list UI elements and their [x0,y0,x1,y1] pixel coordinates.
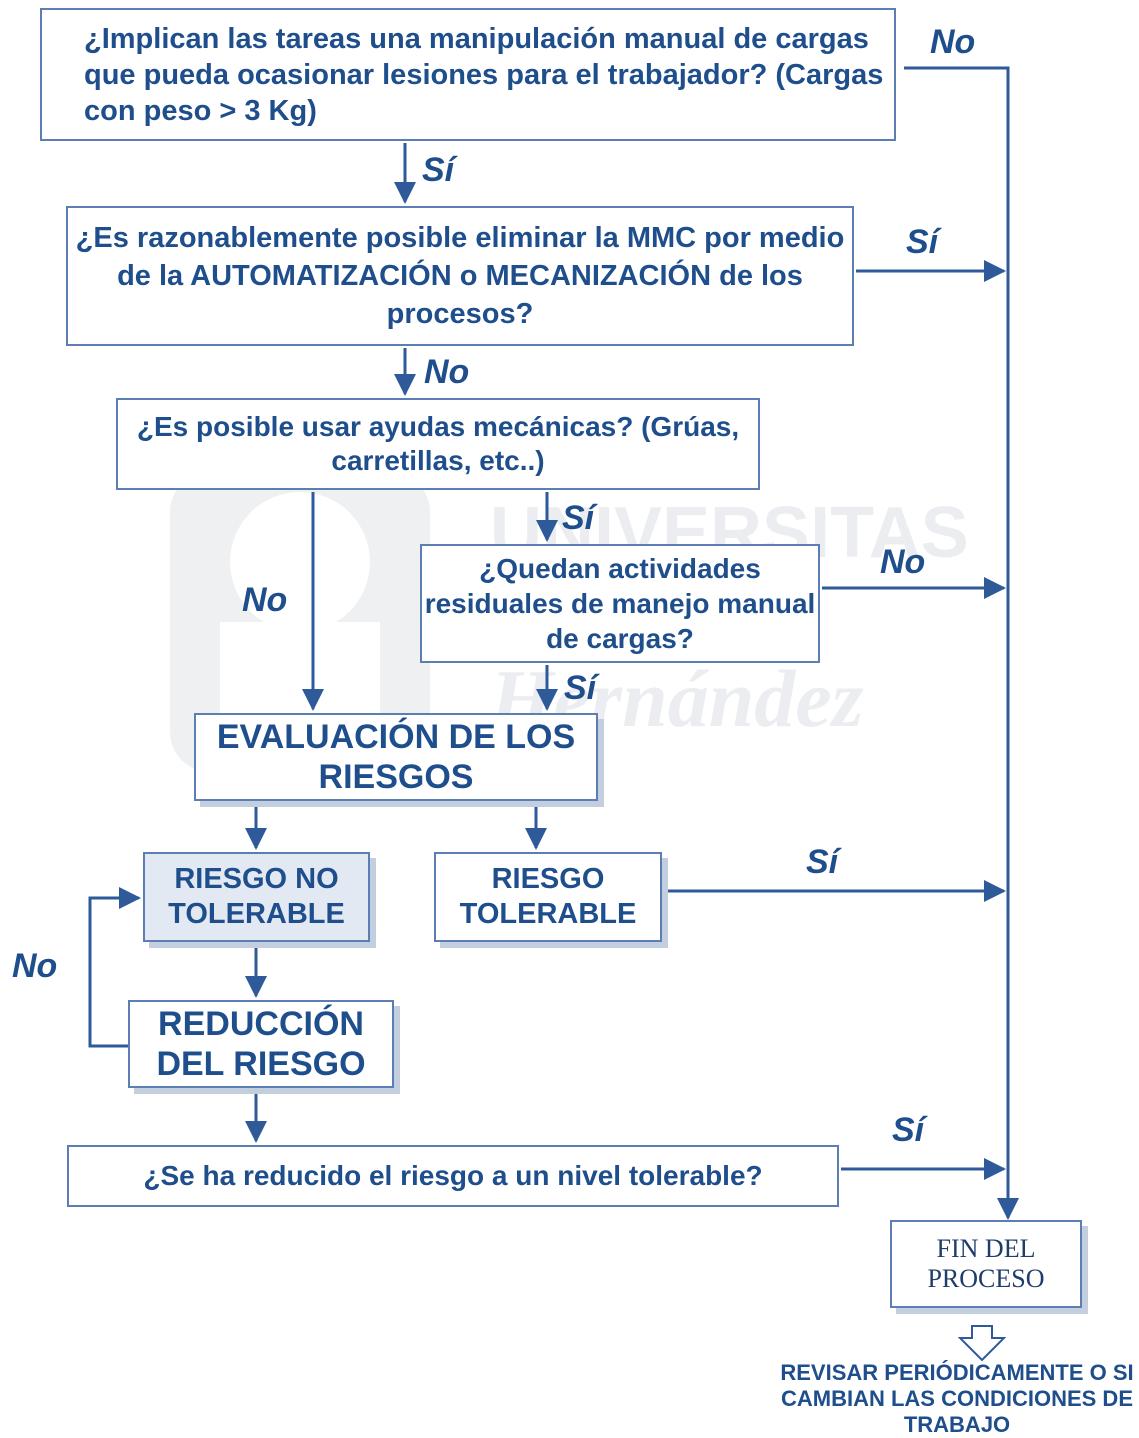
label-q2-no: No [424,353,470,391]
evaluation-box: EVALUACIÓN DE LOS RIESGOS [194,713,598,801]
label-tolerable-si: Sí [806,843,839,881]
end-box: FIN DEL PROCESO [890,1220,1082,1308]
question-2-text: ¿Es razonablemente posible eliminar la M… [75,222,845,330]
question-5-text: ¿Se ha reducido el riesgo a un nivel tol… [143,1160,763,1191]
label-q2-si: Sí [906,223,939,261]
not-tolerable-text: RIESGO NO TOLERABLE [168,863,345,930]
tolerable-box: RIESGO TOLERABLE [434,852,662,942]
review-note: REVISAR PERIÓDICAMENTE O SI CAMBIAN LAS … [780,1360,1134,1437]
reduction-box: REDUCCIÓN DEL RIESGO [128,1000,394,1088]
reduction-text: REDUCCIÓN DEL RIESGO [156,1005,366,1083]
question-box-5: ¿Se ha reducido el riesgo a un nivel tol… [67,1145,839,1207]
question-box-3: ¿Es posible usar ayudas mecánicas? (Grúa… [116,398,760,490]
not-tolerable-box: RIESGO NO TOLERABLE [143,852,370,942]
down-arrow-icon [958,1325,1006,1362]
question-box-2: ¿Es razonablemente posible eliminar la M… [66,206,854,346]
label-q3-no: No [242,581,288,619]
tolerable-text: RIESGO TOLERABLE [459,863,637,930]
trunk-connector [904,66,1019,1220]
question-3-text: ¿Es posible usar ayudas mecánicas? (Grúa… [136,411,740,476]
question-1-text: ¿Implican las tareas una manipulación ma… [84,22,884,127]
question-box-4: ¿Quedan actividades residuales de manejo… [420,544,820,663]
label-q4-no: No [880,543,926,581]
evaluation-text: EVALUACIÓN DE LOS RIESGOS [216,718,576,796]
loop-red-to-nt [88,887,141,1048]
label-loop-no: No [12,947,58,985]
label-q1-no: No [930,23,976,61]
label-q4-si: Sí [564,669,597,707]
end-text: FIN DEL PROCESO [927,1234,1045,1293]
question-box-1: ¿Implican las tareas una manipulación ma… [40,8,896,141]
label-q1-si: Sí [422,151,455,189]
label-q5-si: Sí [892,1111,925,1149]
label-q3-si: Sí [562,499,595,537]
question-4-text: ¿Quedan actividades residuales de manejo… [424,553,816,654]
